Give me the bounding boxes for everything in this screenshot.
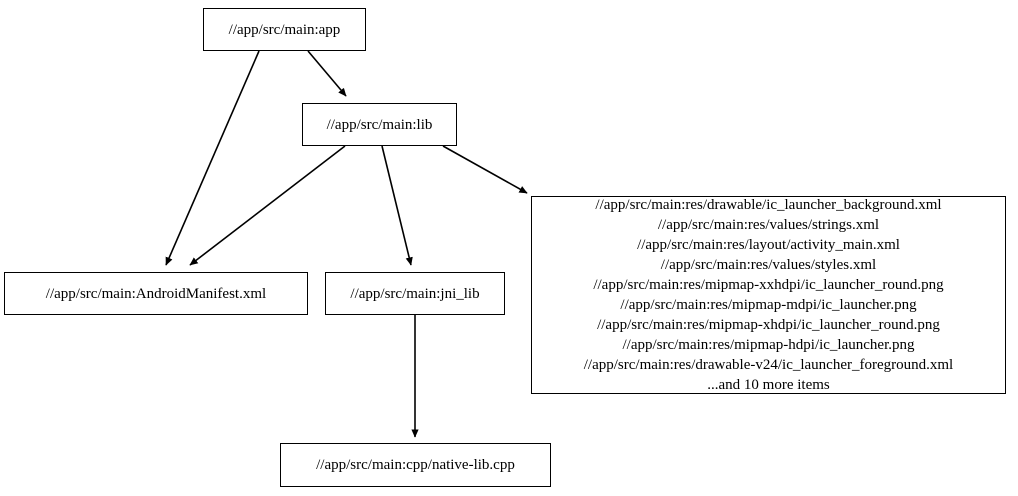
node-lib-label: //app/src/main:lib (326, 116, 433, 133)
node-app[interactable]: //app/src/main:app (203, 8, 366, 51)
edge-app-to-manifest (165, 50, 260, 266)
node-android-manifest-label: //app/src/main:AndroidManifest.xml (45, 285, 267, 302)
node-resources-label: //app/src/main:res/drawable/ic_launcher_… (583, 197, 954, 393)
node-app-label: //app/src/main:app (228, 21, 341, 38)
edge-app-to-lib (307, 50, 347, 97)
node-android-manifest[interactable]: //app/src/main:AndroidManifest.xml (4, 272, 308, 315)
node-native-lib-cpp[interactable]: //app/src/main:cpp/native-lib.cpp (280, 443, 551, 487)
node-jni-lib-label: //app/src/main:jni_lib (350, 285, 480, 302)
edge-lib-to-resources (442, 145, 528, 194)
edge-lib-to-manifest (189, 145, 346, 266)
node-native-lib-cpp-label: //app/src/main:cpp/native-lib.cpp (316, 457, 515, 473)
node-jni-lib[interactable]: //app/src/main:jni_lib (325, 272, 505, 315)
node-resources[interactable]: //app/src/main:res/drawable/ic_launcher_… (531, 196, 1006, 394)
edge-lib-to-jni-lib (381, 145, 413, 266)
node-lib[interactable]: //app/src/main:lib (302, 103, 457, 146)
